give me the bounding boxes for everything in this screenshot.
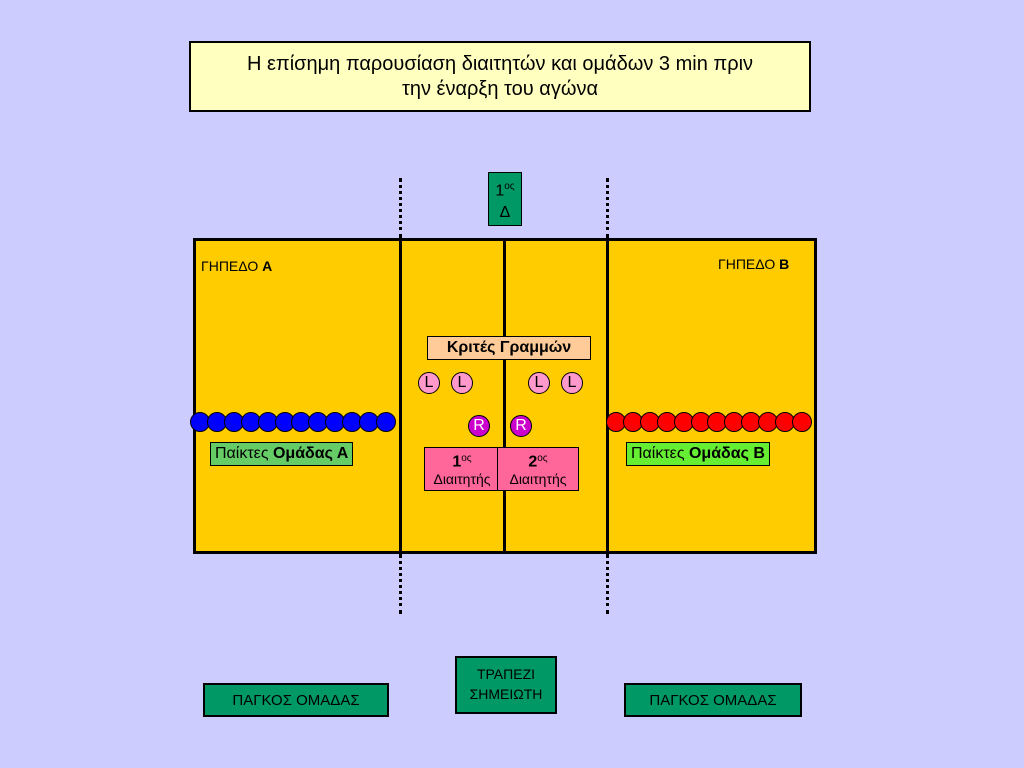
referee-2-sup: ος bbox=[537, 453, 548, 464]
court-a-label: ΓΗΠΕΔΟ Α bbox=[201, 258, 272, 274]
team-a-name: Ομάδας Α bbox=[272, 445, 349, 462]
referee-1-sup: ος bbox=[461, 453, 472, 464]
line-judge-2: L bbox=[451, 372, 473, 394]
team-a-prefix: Παίκτες bbox=[215, 445, 273, 462]
attack-line-left bbox=[399, 238, 402, 554]
title-line-1: Η επίσημη παρουσίαση διαιτητών και ομάδω… bbox=[246, 52, 754, 75]
court-b-label: ΓΗΠΕΔΟ Β bbox=[718, 256, 789, 272]
court-a-prefix: ΓΗΠΕΔΟ bbox=[201, 258, 263, 274]
team-b-prefix: Παίκτες bbox=[631, 445, 689, 462]
title-box: Η επίσημη παρουσίαση διαιτητών και ομάδω… bbox=[189, 41, 811, 112]
first-referee-stand: 1ος Δ bbox=[488, 172, 522, 226]
center-line bbox=[503, 238, 506, 554]
attack-line-left-bottom bbox=[399, 554, 402, 614]
court-b-letter: Β bbox=[779, 256, 790, 272]
team-a-label: Παίκτες Ομάδας Α bbox=[210, 442, 354, 466]
referee-1-label: Διαιτητής bbox=[433, 470, 491, 487]
attack-line-right-bottom bbox=[606, 554, 609, 614]
scorer-table-line-2: ΣΗΜΕΙΩΤΗ bbox=[469, 686, 543, 702]
referee-1-marker: R bbox=[468, 415, 490, 437]
first-referee-letter: Δ bbox=[499, 204, 511, 222]
referee-2-marker: R bbox=[510, 415, 532, 437]
attack-line-left-top bbox=[399, 178, 402, 238]
player-dot bbox=[791, 412, 812, 432]
scorer-table-line-1: ΤΡΑΠΕΖΙ bbox=[476, 666, 536, 682]
team-bench-right-label: ΠΑΓΚΟΣ ΟΜΑΔΑΣ bbox=[649, 691, 777, 709]
team-b-label: Παίκτες Ομάδας Β bbox=[626, 442, 770, 466]
team-bench-left-label: ΠΑΓΚΟΣ ΟΜΑΔΑΣ bbox=[232, 691, 360, 709]
team-b-name: Ομάδας Β bbox=[688, 445, 765, 462]
referee-2-label: Διαιτητής bbox=[509, 470, 567, 487]
line-judges-label: Κριτές Γραμμών bbox=[427, 336, 591, 360]
referee-1-box: 1ος Διαιτητής bbox=[424, 447, 500, 491]
team-bench-left: ΠΑΓΚΟΣ ΟΜΑΔΑΣ bbox=[203, 683, 389, 717]
court-a-letter: Α bbox=[262, 258, 273, 274]
title-line-2: την έναρξη του αγώνα bbox=[401, 77, 599, 100]
court-b-prefix: ΓΗΠΕΔΟ bbox=[718, 256, 780, 272]
team-bench-right: ΠΑΓΚΟΣ ΟΜΑΔΑΣ bbox=[624, 683, 802, 717]
line-judges-text: Κριτές Γραμμών bbox=[446, 339, 572, 356]
referee-2-box: 2ος Διαιτητής bbox=[497, 447, 579, 491]
player-dot bbox=[375, 412, 396, 432]
first-referee-sup: ος bbox=[504, 181, 515, 192]
first-referee-number: 1 bbox=[495, 182, 505, 200]
line-judge-1: L bbox=[418, 372, 440, 394]
referee-1-number: 1 bbox=[452, 453, 462, 471]
attack-line-right-top bbox=[606, 178, 609, 238]
line-judge-3: L bbox=[528, 372, 550, 394]
attack-line-right bbox=[606, 238, 609, 554]
line-judge-4: L bbox=[561, 372, 583, 394]
scorer-table: ΤΡΑΠΕΖΙ ΣΗΜΕΙΩΤΗ bbox=[455, 656, 557, 714]
referee-2-number: 2 bbox=[528, 453, 538, 471]
